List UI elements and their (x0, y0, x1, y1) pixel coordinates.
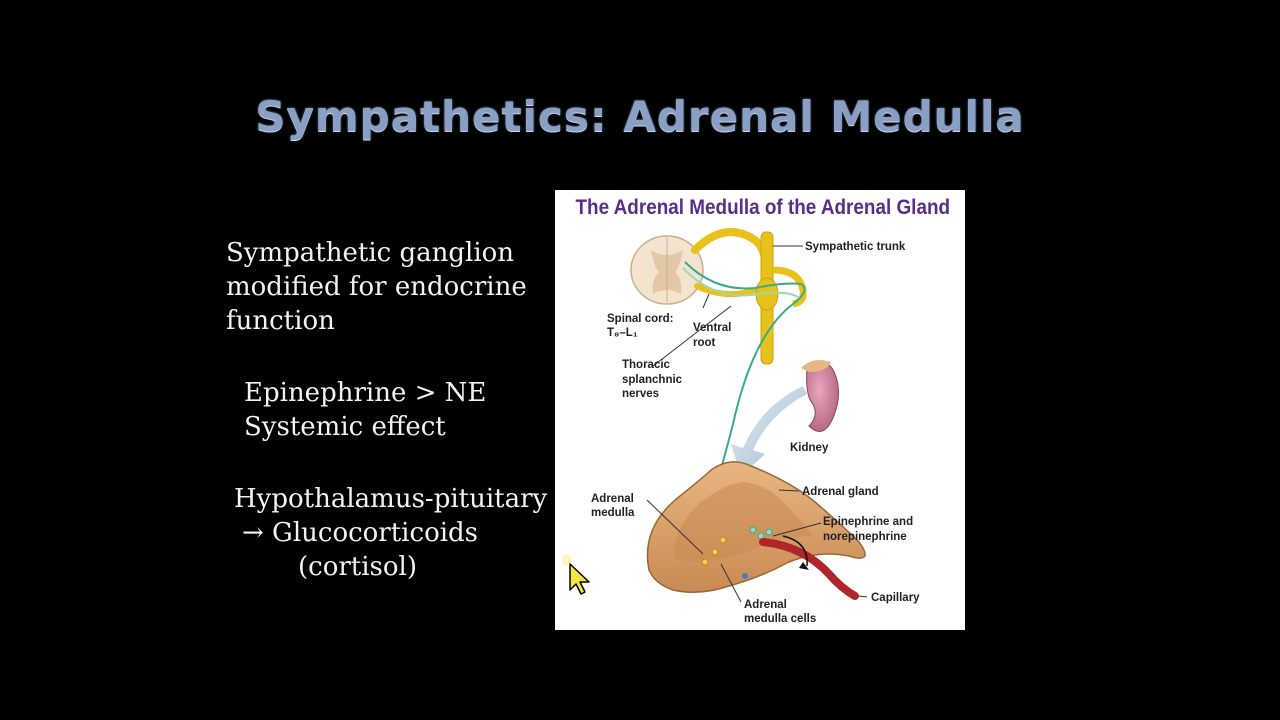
bullet-line: Hypothalamus-pituitary (234, 484, 548, 514)
dorsal-root (691, 228, 770, 274)
adrenal-diagram: Sympathetic trunk Spinal cord: T₈–L₁ Ven… (591, 228, 920, 625)
adrenal-gland (646, 461, 866, 593)
label-medulla-cells: Adrenal (744, 599, 787, 611)
bullet-epinephrine: Epinephrine > NE Systemic effect (244, 376, 486, 444)
label-norepinephrine: norepinephrine (823, 531, 907, 543)
label-ventral-root-2: root (693, 337, 716, 349)
label-sympathetic-trunk: Sympathetic trunk (805, 241, 906, 253)
label-epinephrine: Epinephrine and (823, 516, 913, 528)
figure-title: The Adrenal Medulla of the Adrenal Gland (575, 196, 951, 219)
label-medulla-cells-2: medulla cells (744, 613, 816, 625)
spinal-cord (630, 235, 704, 305)
mouse-pointer-icon (562, 554, 590, 595)
bullet-line: Sympathetic ganglion (226, 238, 515, 268)
zoom-arrow (731, 386, 807, 476)
preganglionic-fiber-2 (682, 267, 800, 299)
label-nerves: nerves (622, 388, 659, 400)
bullet-line: modified for endocrine (226, 272, 527, 302)
label-capillary: Capillary (871, 592, 920, 604)
label-spinal-segments: T₈–L₁ (607, 327, 638, 339)
label-kidney: Kidney (790, 442, 829, 454)
sympathetic-trunk (755, 231, 807, 365)
adrenal-figure: The Adrenal Medulla of the Adrenal Gland (555, 190, 965, 630)
kidney (801, 360, 839, 432)
label-adrenal-gland: Adrenal gland (802, 486, 879, 498)
bullet-line: function (226, 306, 335, 336)
bullet-line: Epinephrine > NE (244, 378, 487, 408)
label-ventral-root: Ventral (693, 322, 731, 334)
bullet-line: → Glucocorticoids (242, 518, 479, 548)
bullet-line: (cortisol) (298, 552, 418, 582)
bullet-line: Systemic effect (244, 412, 446, 442)
bullet-hypothalamus: Hypothalamus-pituitary → Glucocorticoids… (234, 482, 547, 584)
bullet-ganglion: Sympathetic ganglion modified for endocr… (226, 236, 527, 338)
label-splanchnic: splanchnic (622, 374, 683, 386)
capillary (759, 538, 859, 600)
label-adrenal-medulla: Adrenal (591, 493, 634, 505)
label-spinal-cord: Spinal cord: (607, 313, 673, 325)
label-adrenal-medulla-2: medulla (591, 507, 635, 519)
slide-title: Sympathetics: Adrenal Medulla (255, 92, 1025, 141)
label-thoracic: Thoracic (622, 359, 671, 371)
